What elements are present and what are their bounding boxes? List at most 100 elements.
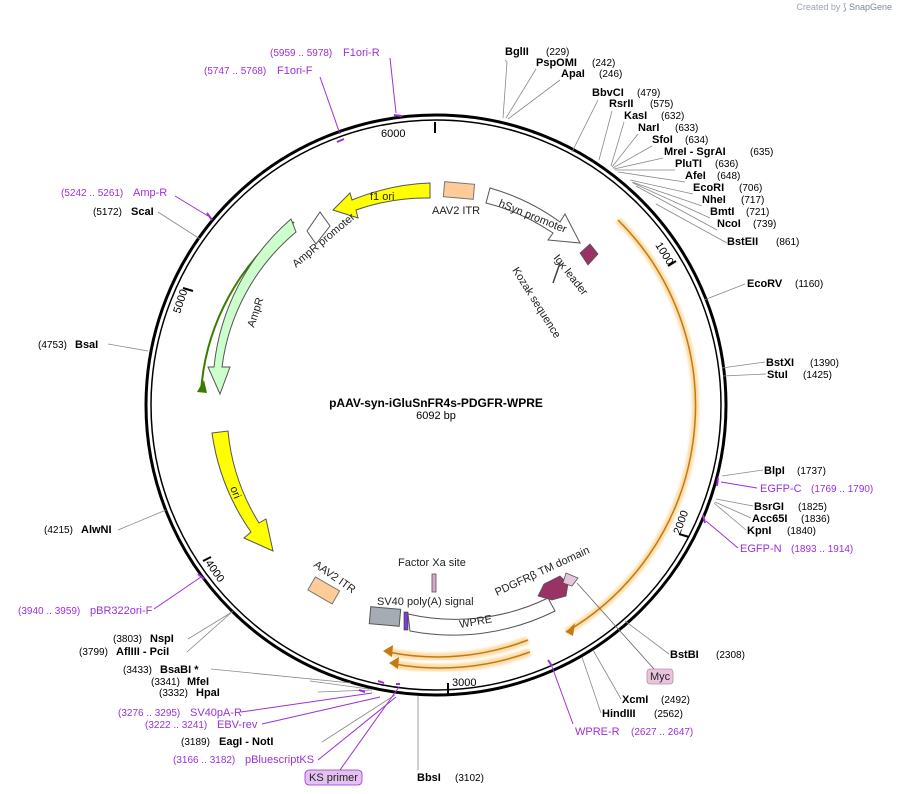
myc-leader-line — [576, 582, 655, 670]
primer-pos: (1769 .. 1790) — [811, 484, 873, 495]
enzyme-name[interactable]: PspOMI — [536, 57, 577, 69]
pdgfr-tm-feature[interactable] — [537, 575, 569, 601]
enzyme-pos: (706) — [739, 183, 762, 194]
enzyme-name[interactable]: BstXI — [766, 357, 794, 369]
enzyme-pos: (3799) — [79, 647, 108, 658]
enzyme-pos: (1737) — [797, 466, 826, 477]
enzyme-name[interactable]: XcmI — [622, 694, 648, 706]
factor-xa-feature[interactable] — [431, 573, 437, 593]
primer-name[interactable]: EGFP-C — [760, 483, 802, 495]
enzyme-pos: (721) — [746, 207, 769, 218]
enzyme-name[interactable]: BbsI — [417, 772, 441, 784]
enzyme-name[interactable]: HpaI — [196, 687, 220, 699]
primer-pos: (3166 .. 3182) — [173, 755, 235, 766]
enzyme-pos: (3341) — [151, 677, 180, 688]
aav2-itr-top-feature[interactable] — [442, 181, 476, 200]
primer-name[interactable]: Amp-R — [133, 187, 167, 199]
tick-4000 — [202, 556, 212, 562]
enzyme-name[interactable]: BmtI — [710, 206, 734, 218]
enzyme-pos: (3803) — [113, 634, 142, 645]
enzyme-name[interactable]: HindIII — [602, 708, 636, 720]
orf-arrowhead-inner-1 — [383, 645, 393, 657]
primer-pos: (3940 .. 3959) — [18, 606, 80, 617]
ampr-feature[interactable] — [207, 218, 297, 396]
enzyme-name[interactable]: BglII — [505, 46, 529, 58]
enzyme-leader-lines — [107, 59, 767, 770]
primer-pos: (3276 .. 3295) — [118, 708, 180, 719]
enzyme-name[interactable]: NcoI — [717, 218, 741, 230]
orf-halo-inner-1 — [387, 636, 530, 661]
enzyme-name[interactable]: NspI — [150, 633, 174, 645]
enzyme-name[interactable]: Acc65I — [752, 513, 787, 525]
enzyme-name[interactable]: BbvCI — [592, 87, 624, 99]
enzyme-name[interactable]: BsaBI * — [160, 664, 199, 676]
primer-name[interactable]: KS primer — [309, 772, 358, 784]
primer-name[interactable]: F1ori-F — [277, 65, 313, 77]
sv40-polya-label: SV40 poly(A) signal — [377, 596, 474, 608]
f1-ori-feature[interactable] — [332, 182, 431, 219]
enzyme-pos: (3102) — [455, 773, 484, 784]
enzyme-name[interactable]: ApaI — [561, 68, 585, 80]
enzyme-name[interactable]: KpnI — [747, 525, 771, 537]
enzyme-pos: (2308) — [716, 650, 745, 661]
primer-pos: (2627 .. 2647) — [631, 727, 693, 738]
hsyn-promoter-label: hSyn promoter — [497, 198, 569, 236]
polya-marker — [403, 611, 409, 631]
enzyme-name[interactable]: RsrII — [609, 98, 633, 110]
snapgene-logo-icon: ⟆ — [842, 2, 847, 12]
myc-label-box — [646, 668, 674, 685]
enzyme-name[interactable]: MfeI — [187, 676, 209, 688]
enzyme-name[interactable]: AlwNI — [81, 524, 112, 536]
enzyme-name[interactable]: BsaI — [75, 339, 98, 351]
enzyme-name[interactable]: MreI - SgrAI — [664, 146, 726, 158]
enzyme-name[interactable]: BstBI — [670, 649, 699, 661]
enzyme-name[interactable]: AflIII - PciI — [116, 646, 169, 658]
primer-name[interactable]: SV40pA-R — [190, 707, 242, 719]
igk-leader-feature[interactable] — [579, 243, 599, 266]
enzyme-pos: (739) — [753, 219, 776, 230]
hsyn-promoter-feature[interactable] — [485, 187, 581, 244]
enzyme-pos: (648) — [717, 171, 740, 182]
ampr-promoter-feature[interactable] — [306, 211, 331, 245]
primer-pos: (5242 .. 5261) — [61, 188, 123, 199]
myc-tag-mark[interactable] — [562, 572, 579, 587]
wpre-label: WPRE — [458, 613, 493, 631]
enzyme-name[interactable]: BlpI — [764, 465, 785, 477]
enzyme-name[interactable]: StuI — [767, 369, 788, 381]
enzyme-name[interactable]: PluTI — [675, 158, 702, 170]
enzyme-name[interactable]: EcoRI — [693, 182, 724, 194]
plasmid-name: pAAV-syn-iGluSnFR4s-PDGFR-WPRE — [329, 396, 543, 410]
enzyme-name[interactable]: EagI - NotI — [219, 736, 273, 748]
aav2-itr-bottom-feature[interactable] — [307, 576, 341, 605]
enzyme-name[interactable]: SfoI — [652, 134, 673, 146]
enzyme-pos: (1425) — [803, 370, 832, 381]
primer-name[interactable]: EGFP-N — [740, 543, 782, 555]
ampr-label: AmpR — [245, 296, 266, 329]
enzyme-pos: (3433) — [123, 665, 152, 676]
orf-arrowhead-inner-2 — [389, 657, 399, 669]
primer-pos: (3222 .. 3241) — [145, 720, 207, 731]
sv40-polya-feature[interactable] — [368, 606, 402, 627]
enzyme-pos: (246) — [599, 69, 622, 80]
enzyme-name[interactable]: NheI — [702, 194, 726, 206]
primer-name[interactable]: WPRE-R — [575, 726, 620, 738]
primer-name[interactable]: pBluescriptKS — [245, 754, 314, 766]
enzyme-name[interactable]: EcoRV — [747, 278, 783, 290]
enzyme-name[interactable]: KasI — [624, 110, 647, 122]
primer-name[interactable]: F1ori-R — [343, 47, 380, 59]
enzyme-name[interactable]: AfeI — [685, 170, 706, 182]
enzyme-pos: (4753) — [38, 340, 67, 351]
enzyme-name[interactable]: ScaI — [131, 206, 154, 218]
enzyme-name[interactable]: NarI — [638, 122, 659, 134]
tick-1000 — [667, 260, 677, 267]
primer-name[interactable]: EBV-rev — [217, 719, 258, 731]
enzyme-name[interactable]: BstEII — [727, 236, 758, 248]
kozak-mark — [552, 262, 561, 284]
enzyme-name[interactable]: BsrGI — [754, 501, 784, 513]
credit-brand: SnapGene — [848, 2, 892, 12]
primer-name[interactable]: pBR322ori-F — [90, 605, 153, 617]
aav2-itr-top-label: AAV2 ITR — [432, 205, 480, 217]
wpre-feature[interactable] — [407, 597, 556, 636]
ori-feature[interactable] — [211, 430, 274, 552]
